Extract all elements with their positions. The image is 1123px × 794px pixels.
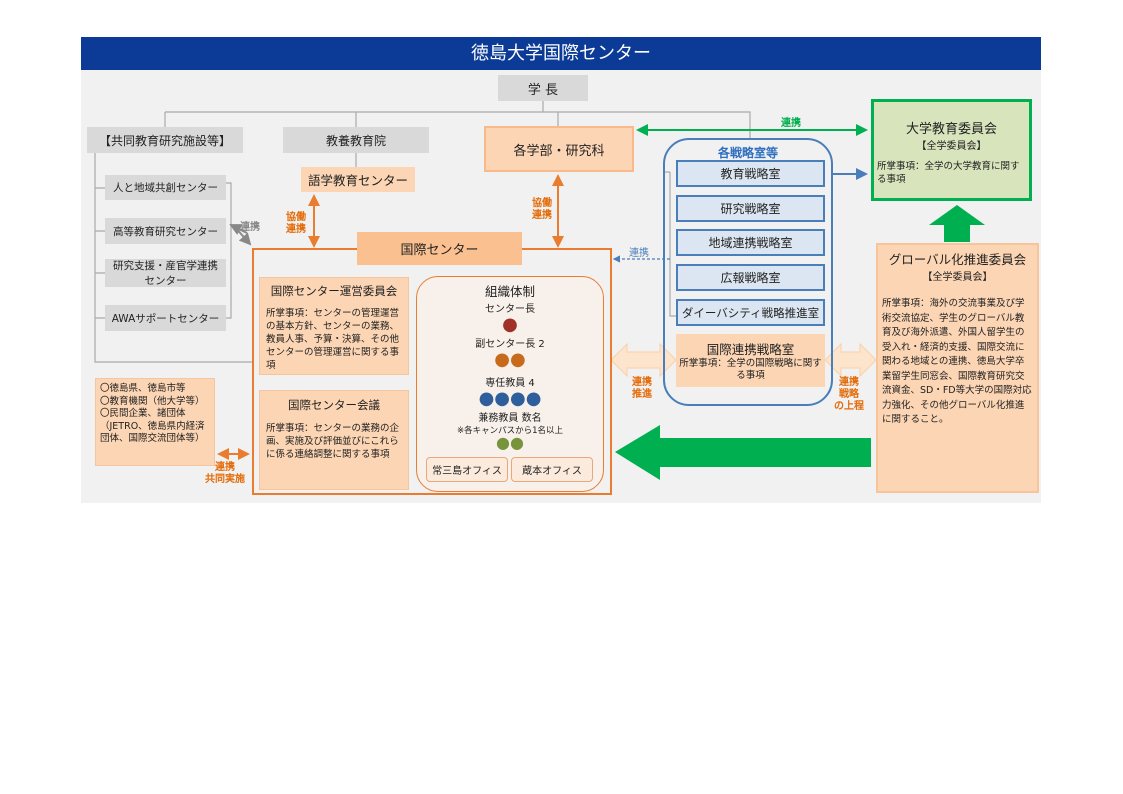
global-committee-sub: 【全学委員会】 bbox=[922, 272, 993, 283]
language-center-box: 語学教育センター bbox=[301, 167, 415, 192]
meeting-desc: 所掌事項：センターの業務の企画、実施及び評価並びにこれらに係る連絡調整に関する事… bbox=[266, 423, 400, 460]
concurrent-person-icon: ●● bbox=[496, 433, 524, 452]
org-structure-box: 組織体制 センター長 ● 副センター長 2 ●● 専任教員 4 ●●●● 兼務教… bbox=[416, 276, 604, 492]
concurrent-note: ※各キャンパスから1名以上 bbox=[456, 426, 564, 436]
edu-committee-box: 大学教育委員会 【全学委員会】 所掌事項：全学の大学教育に関する事項 bbox=[871, 99, 1032, 201]
external-item: （JETRO、徳島県内経済団体、国際交流団体等） bbox=[100, 420, 205, 445]
strategy-title: 各戦略室等 bbox=[717, 146, 778, 160]
facility-item: 高等教育研究センター bbox=[105, 218, 226, 244]
intl-center-title: 国際センター bbox=[357, 232, 522, 265]
director-label: センター長 bbox=[485, 304, 535, 315]
intl-strategy-title: 国際連携戦略室 bbox=[706, 342, 795, 357]
global-committee-desc: 所掌事項：海外の交流事業及び学術交流協定、学生のグローバル教育及び海外派遣、外国… bbox=[882, 298, 1032, 425]
liberal-arts-box: 教養教育院 bbox=[283, 127, 429, 153]
external-item: 〇民間企業、諸団体 bbox=[100, 408, 186, 419]
president-box: 学 長 bbox=[498, 75, 588, 101]
steering-committee-box: 国際センター運営委員会 所掌事項：センターの管理運営の基本方針、センターの業務、… bbox=[259, 277, 409, 375]
facility-item: 人と地域共創センター bbox=[105, 175, 226, 200]
external-item: 〇教育機関（他大学等） bbox=[100, 395, 205, 407]
page-title: 徳島大学国際センター bbox=[81, 37, 1041, 70]
kyodo-renkei-label: 協働 連携 bbox=[286, 212, 306, 235]
external-item: 〇徳島県、徳島市等 bbox=[100, 383, 186, 394]
edu-committee-desc: 所掌事項：全学の大学教育に関する事項 bbox=[877, 161, 1020, 185]
org-title: 組織体制 bbox=[484, 284, 535, 299]
intl-strategy-desc: 所掌事項：全学の国際戦略に関する事項 bbox=[679, 358, 822, 381]
strategy-room: 広報戦略室 bbox=[676, 264, 825, 291]
renkei-joshin-label: 連携 戦略 の上程 bbox=[834, 377, 864, 412]
facility-item: AWAサポートセンター bbox=[105, 305, 226, 331]
faculties-box: 各学部・研究科 bbox=[484, 126, 634, 172]
steering-title: 国際センター運営委員会 bbox=[270, 284, 398, 298]
vice-person-icon: ●● bbox=[494, 349, 526, 370]
vice-label: 副センター長 2 bbox=[475, 339, 545, 350]
global-committee-box: グローバル化推進委員会 【全学委員会】 所掌事項：海外の交流事業及び学術交流協定… bbox=[876, 243, 1039, 493]
strategy-room: ダイーバシティ戦略推進室 bbox=[676, 299, 825, 326]
office-kuramoto: 蔵本オフィス bbox=[511, 457, 593, 482]
strategy-container bbox=[663, 138, 833, 406]
renkei-suishin-label: 連携 推進 bbox=[632, 377, 652, 400]
edu-committee-title: 大学教育委員会 bbox=[905, 122, 997, 137]
edu-committee-sub: 【全学委員会】 bbox=[916, 141, 987, 152]
intl-strategy-box: 国際連携戦略室 所掌事項：全学の国際戦略に関する事項 bbox=[676, 334, 825, 387]
steering-desc: 所掌事項：センターの管理運営の基本方針、センターの業務、教員人事、予算・決算、そ… bbox=[266, 308, 400, 371]
renkei-label: 連携 bbox=[781, 118, 801, 129]
strategy-room: 研究戦略室 bbox=[676, 195, 825, 222]
strategy-room: 教育戦略室 bbox=[676, 160, 825, 187]
concurrent-label: 兼務教員 数名 bbox=[478, 413, 542, 424]
renkei-label: 連携 bbox=[240, 222, 260, 233]
director-person-icon: ● bbox=[502, 314, 518, 335]
joint-facilities-title: 【共同教育研究施設等】 bbox=[87, 127, 243, 153]
fulltime-person-icon: ●●●● bbox=[478, 388, 542, 409]
big-green-arrow bbox=[615, 425, 871, 480]
office-josanjima: 常三島オフィス bbox=[426, 457, 508, 482]
renkei-label: 連携 bbox=[629, 248, 649, 259]
global-committee-title: グローバル化推進委員会 bbox=[888, 252, 1027, 267]
strategy-room: 地域連携戦略室 bbox=[676, 229, 825, 256]
external-partners-box: 〇徳島県、徳島市等 〇教育機関（他大学等） 〇民間企業、諸団体 （JETRO、徳… bbox=[95, 378, 215, 466]
center-meeting-box: 国際センター会議 所掌事項：センターの業務の企画、実施及び評価並びにこれらに係る… bbox=[259, 390, 409, 490]
kyodo-renkei-label: 協働 連携 bbox=[532, 198, 552, 221]
renkei-kyodo-label: 連携 共同実施 bbox=[205, 462, 245, 485]
meeting-title: 国際センター会議 bbox=[288, 398, 380, 412]
green-up-arrow bbox=[929, 205, 985, 242]
fulltime-label: 専任教員 4 bbox=[485, 378, 535, 389]
facility-item: 研究支援・産官学連携センター bbox=[105, 259, 226, 287]
